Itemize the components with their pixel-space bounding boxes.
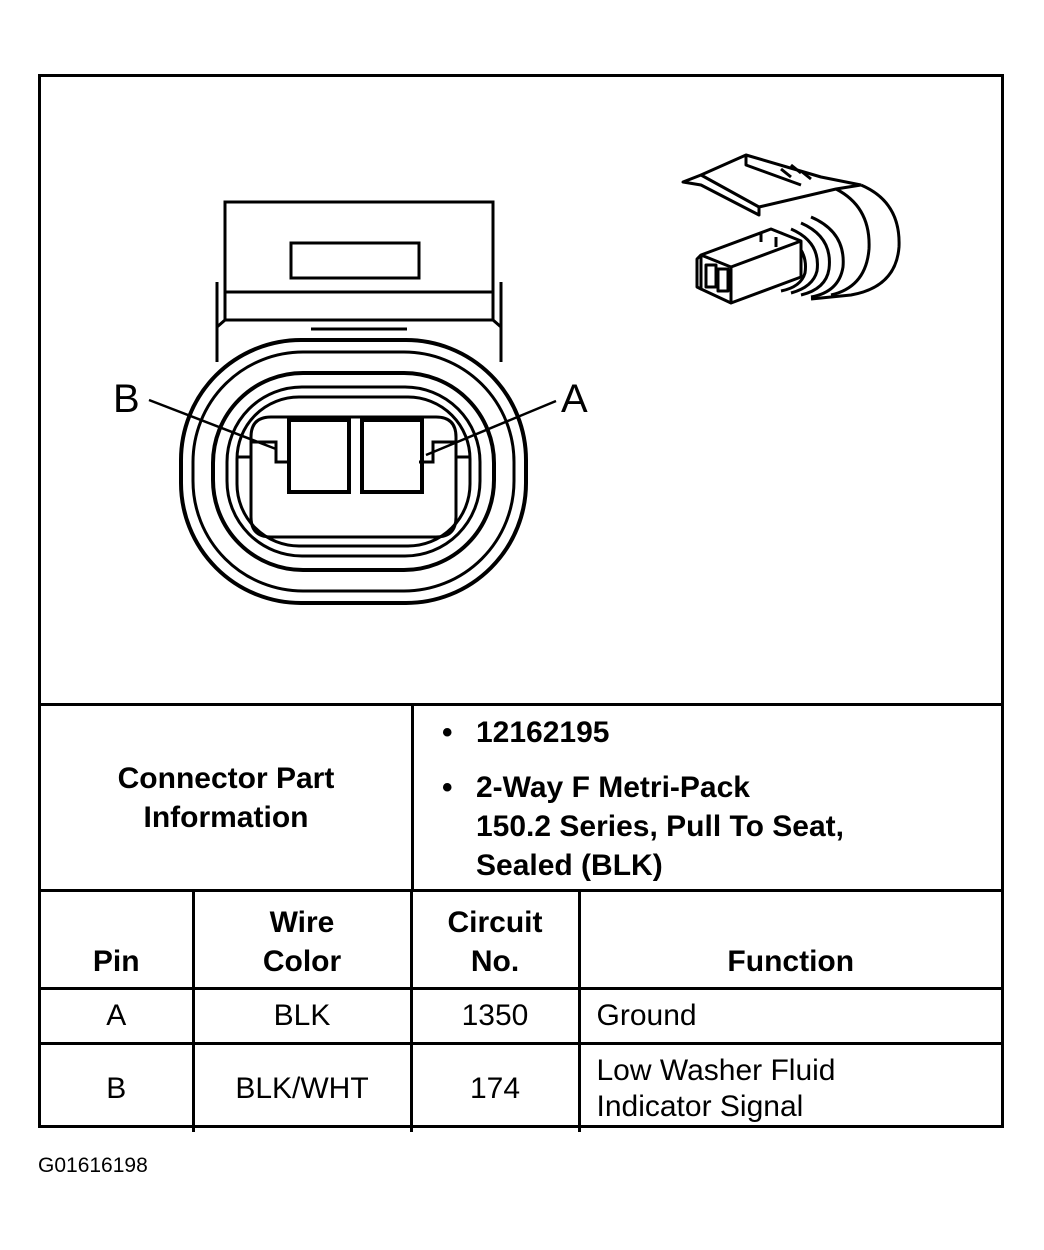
connector-part-info-label: Connector Part Information: [41, 706, 414, 889]
connector-figure-frame: B A: [38, 74, 1004, 1132]
table-row: B BLK/WHT 174 Low Washer Fluid Indicator…: [41, 1042, 1001, 1132]
info-label-line: Information: [143, 800, 309, 834]
circuit-cell: 1350: [409, 987, 581, 1045]
wire-color-cell: BLK: [191, 987, 413, 1045]
part-number-bullet: • 12162195: [442, 713, 610, 752]
connector-part-info-row: Connector Part Information • 12162195 • …: [41, 703, 1001, 889]
description-line: Sealed (BLK): [476, 849, 663, 882]
description-bullet: • 2-Way F Metri-Pack 150.2 Series, Pull …: [442, 768, 844, 885]
header-circuit-no: Circuit No.: [409, 889, 581, 990]
pin-a-label: A: [561, 377, 588, 421]
wire-color-cell: BLK/WHT: [191, 1042, 413, 1132]
part-number: 12162195: [476, 716, 610, 749]
pin-b-label: B: [113, 377, 140, 421]
connector-diagram: B A: [41, 77, 1001, 703]
header-wire-color: Wire Color: [191, 889, 413, 990]
function-cell: Ground: [577, 987, 1001, 1045]
pin-cell: B: [41, 1042, 195, 1132]
figure-id: G01616198: [38, 1154, 148, 1177]
info-label-line: Connector Part: [117, 761, 335, 795]
table-row: A BLK 1350 Ground: [41, 987, 1001, 1045]
pin-table: Pin Wire Color Circuit No. Function A BL…: [41, 889, 1001, 1132]
pin-table-header: Pin Wire Color Circuit No. Function: [41, 889, 1001, 990]
connector-isometric-drawing: [681, 153, 901, 305]
description-line: 150.2 Series, Pull To Seat,: [476, 810, 844, 843]
header-function: Function: [577, 889, 1001, 990]
bullet-icon: •: [442, 716, 453, 749]
header-pin: Pin: [41, 889, 195, 990]
connector-face-drawing: [148, 200, 557, 605]
circuit-cell: 174: [409, 1042, 581, 1132]
connector-part-details: • 12162195 • 2-Way F Metri-Pack 150.2 Se…: [414, 706, 1001, 889]
description-line: 2-Way F Metri-Pack: [476, 771, 750, 804]
function-cell: Low Washer Fluid Indicator Signal: [577, 1042, 1001, 1132]
bullet-icon: •: [442, 771, 453, 804]
pin-cell: A: [41, 987, 195, 1045]
